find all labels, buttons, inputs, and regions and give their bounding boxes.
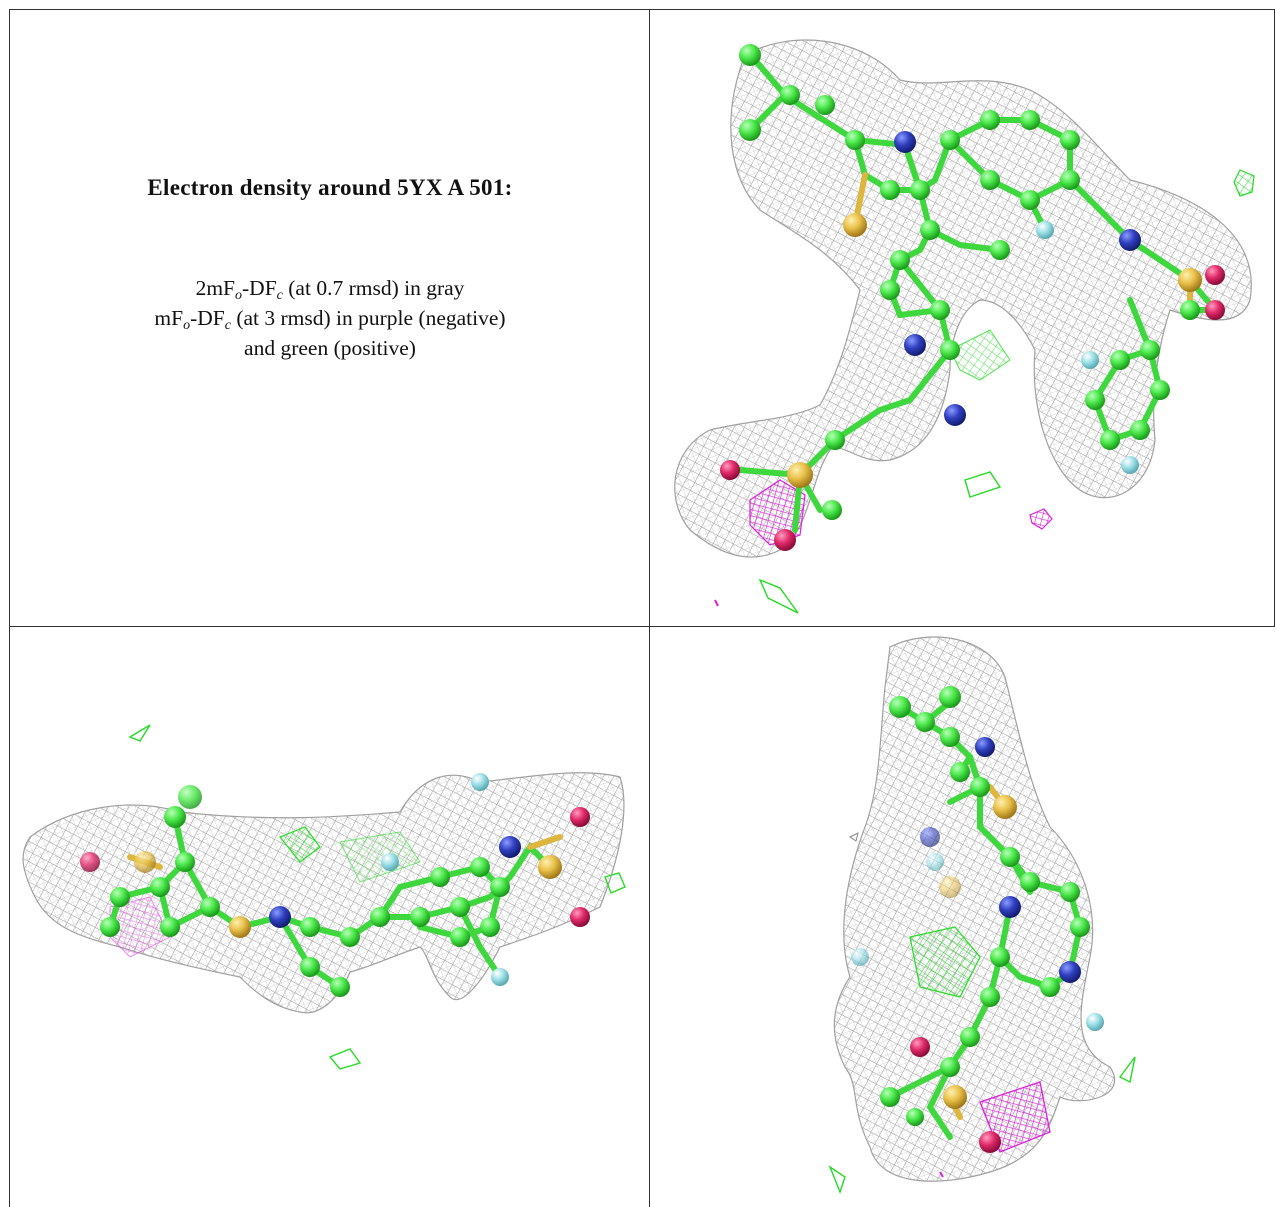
- table-border-center: [649, 9, 650, 1207]
- density-view-3: [650, 627, 1274, 1207]
- molecule-render-1: [674, 39, 1255, 614]
- caption-line-mfo: mFo-DFc (at 3 rmsd) in purple (negative): [154, 306, 506, 333]
- table-border-middle: [9, 626, 1275, 627]
- molecule-render-3: [828, 636, 1136, 1195]
- caption-cell: Electron density around 5YX A 501: 2mFo-…: [10, 10, 649, 626]
- table-border-right: [1274, 9, 1275, 626]
- molecule-render-2: [22, 724, 626, 1070]
- caption-line-colors: and green (positive): [244, 336, 416, 360]
- density-view-2: [10, 627, 649, 1207]
- caption-title: Electron density around 5YX A 501:: [147, 175, 513, 200]
- table-border-left: [9, 9, 10, 1207]
- caption: Electron density around 5YX A 501: 2mFo-…: [10, 175, 649, 363]
- table-border-top: [9, 9, 1275, 10]
- density-view-1: [650, 10, 1274, 626]
- caption-line-2mfo: 2mFo-DFc (at 0.7 rmsd) in gray: [195, 276, 465, 303]
- figure-table: Electron density around 5YX A 501: 2mFo-…: [9, 9, 1275, 1207]
- caption-lines: 2mFo-DFc (at 0.7 rmsd) in gray mFo-DFc (…: [10, 273, 649, 363]
